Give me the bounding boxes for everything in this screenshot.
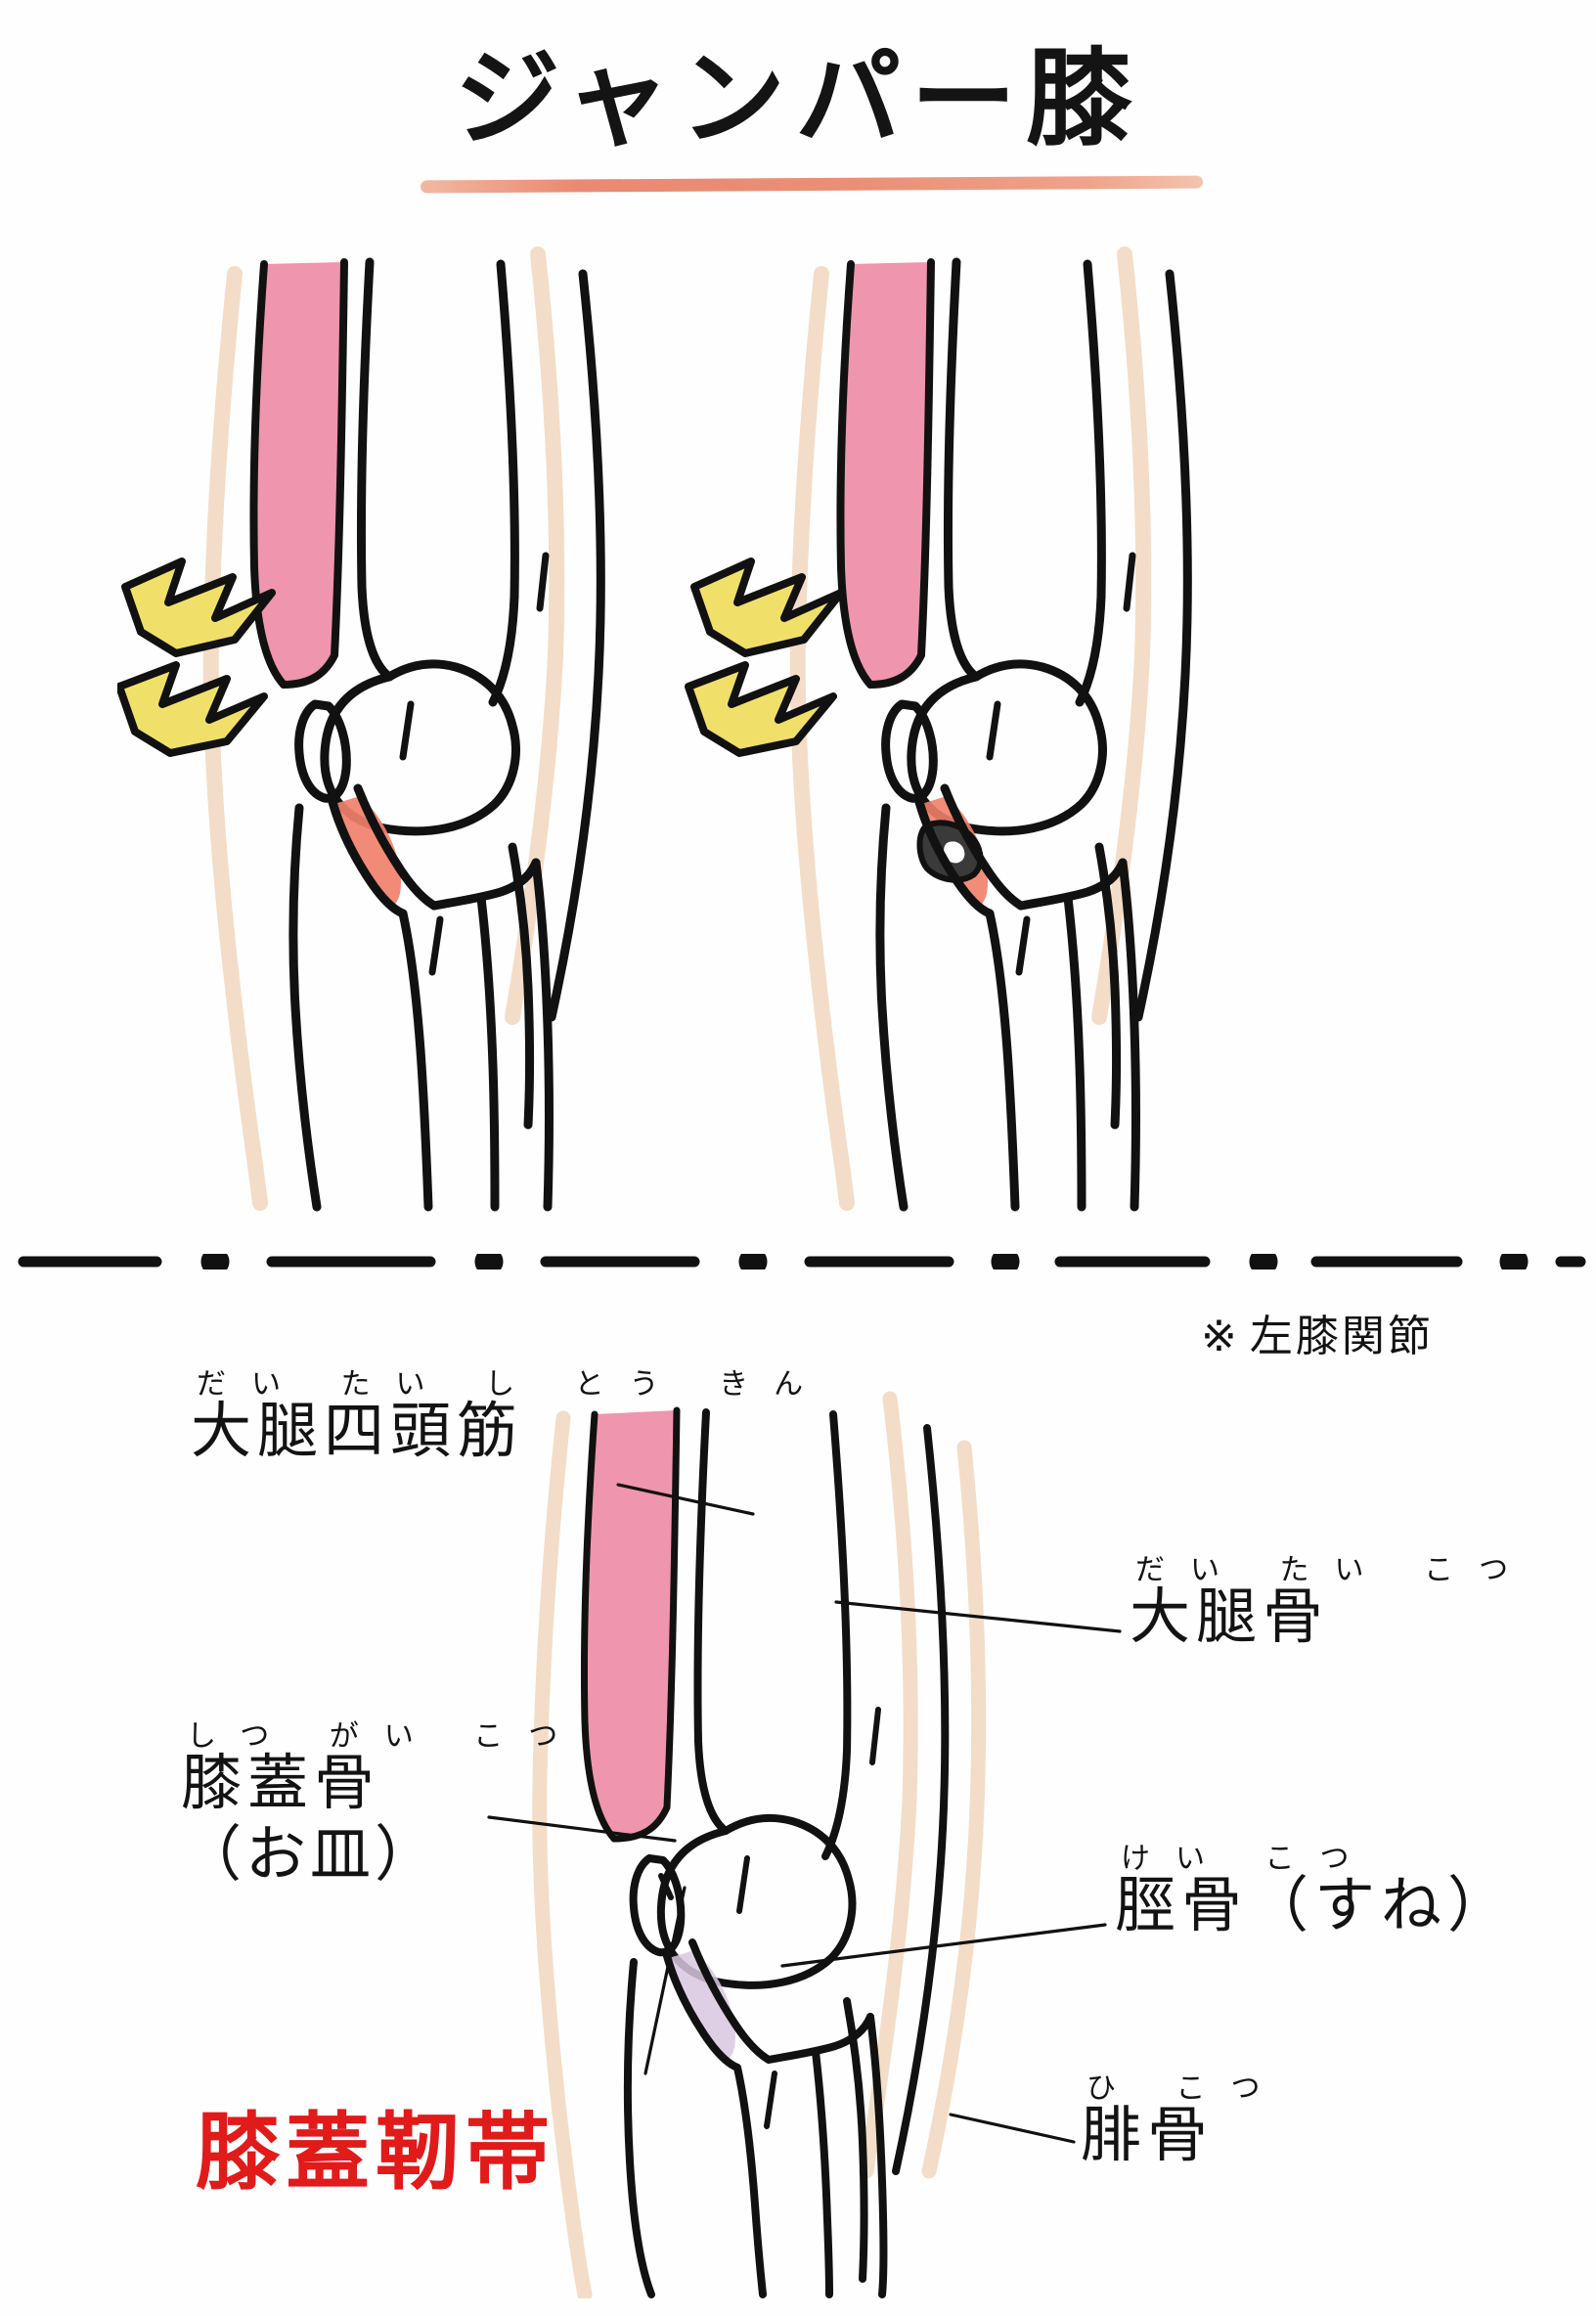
label-fibula: ひ こつ 腓骨 bbox=[1081, 2073, 1286, 2168]
label-fibula-ruby: ひ こつ bbox=[1086, 2071, 1286, 2106]
label-fibula-main: 腓骨 bbox=[1081, 2098, 1215, 2170]
page-title: ジャンパー膝 bbox=[454, 38, 1142, 160]
figure-advanced-stage-knee bbox=[685, 246, 1192, 1212]
label-patellar-ligament: 膝蓋靭帯 bbox=[196, 2104, 555, 2202]
label-tibia-ruby: けい こつ bbox=[1121, 1842, 1375, 1876]
title-block: ジャンパー膝 bbox=[0, 38, 1596, 160]
asterisk-icon: ※ bbox=[1201, 1312, 1240, 1361]
title-underline bbox=[420, 175, 1204, 194]
label-patella-sub: （お皿） bbox=[181, 1817, 440, 1890]
label-tibia-main: 脛骨（すね） bbox=[1115, 1868, 1515, 1940]
label-femur-main: 大腿骨 bbox=[1130, 1580, 1330, 1652]
label-quadriceps-main: 大腿四頭筋 bbox=[191, 1394, 524, 1466]
label-tibia: けい こつ 脛骨（すね） bbox=[1115, 1844, 1514, 1938]
figure-note: ※左膝関節 bbox=[1201, 1301, 1434, 1363]
label-quadriceps: だい たい し とう きん 大腿四頭筋 bbox=[191, 1369, 828, 1464]
label-patella-ruby: しつ がい こつ bbox=[187, 1719, 584, 1754]
pain-flash-icon bbox=[685, 557, 845, 757]
label-patella-main: 膝蓋骨 bbox=[181, 1746, 381, 1818]
figure-early-stage-knee bbox=[117, 246, 605, 1212]
label-femur: だい たい こつ 大腿骨 bbox=[1130, 1555, 1533, 1650]
pain-flash-icon bbox=[117, 557, 276, 757]
label-femur-ruby: だい たい こつ bbox=[1135, 1553, 1534, 1587]
label-patella: しつ がい こつ 膝蓋骨 （お皿） bbox=[181, 1721, 583, 1892]
label-quadriceps-ruby: だい たい し とう きん bbox=[197, 1367, 829, 1402]
figure-note-text: 左膝関節 bbox=[1249, 1312, 1434, 1361]
section-divider bbox=[18, 1254, 1586, 1269]
